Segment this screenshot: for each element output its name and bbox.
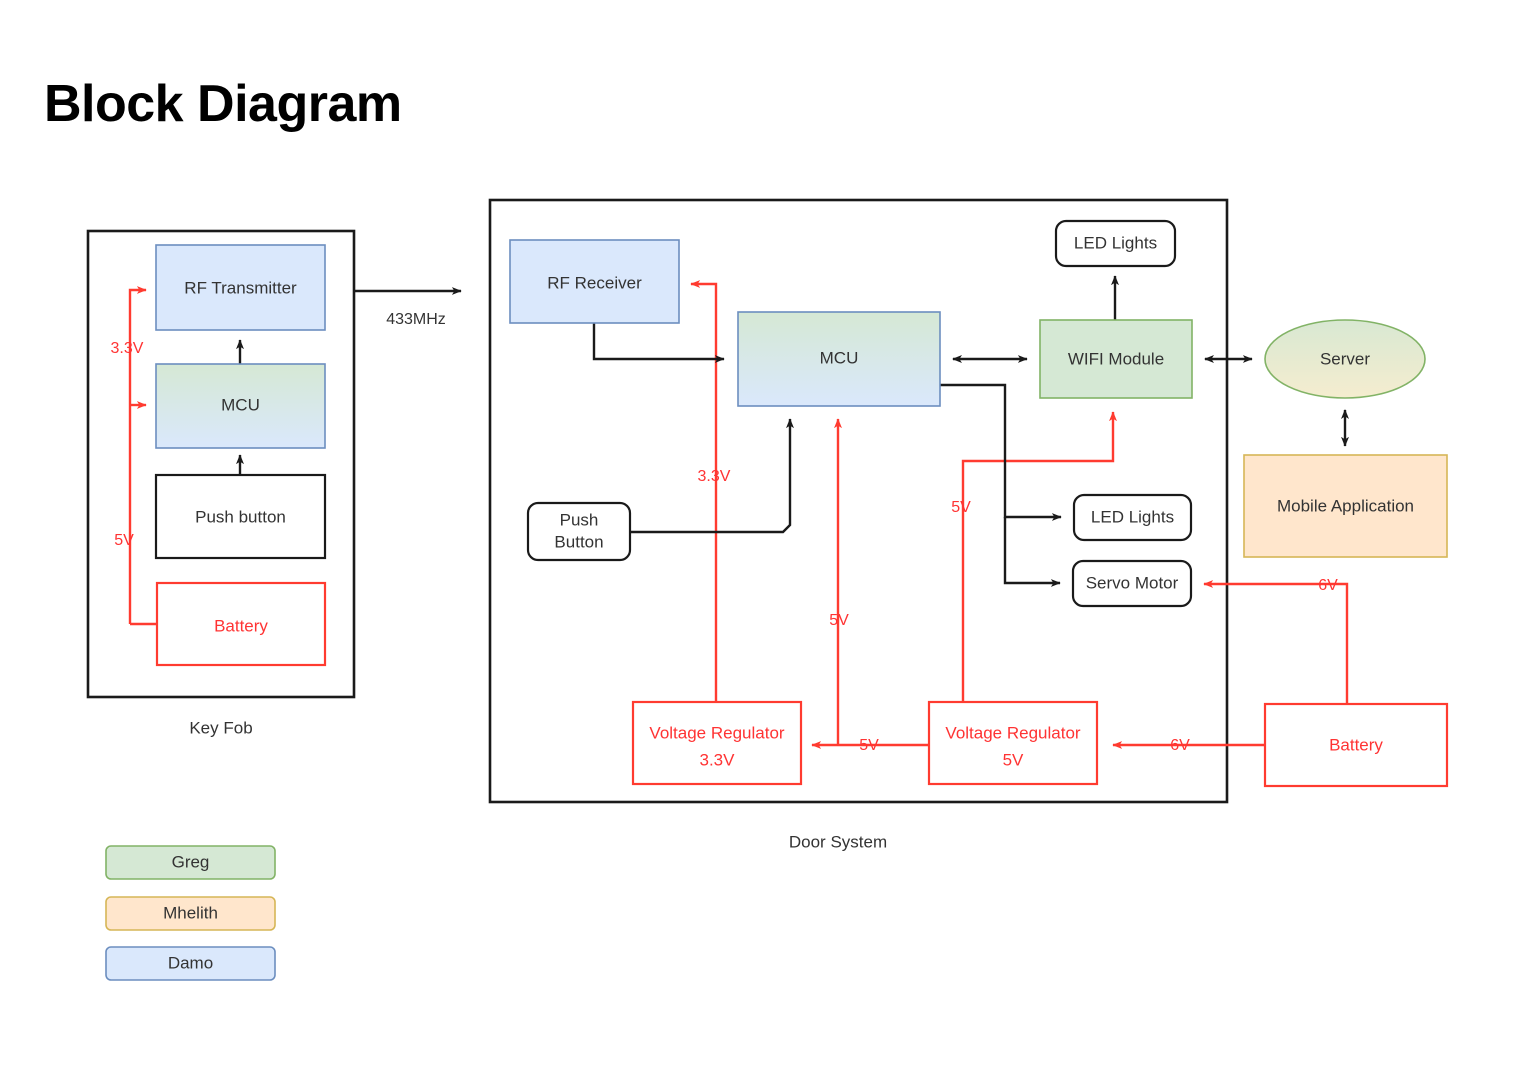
voltage-regulator-33-label-line1: Voltage Regulator	[649, 723, 784, 742]
wire-rf-receiver-to-mcu	[592, 322, 725, 363]
wire-mcu-to-servo-motor	[1003, 517, 1061, 587]
node-keyfob-battery[interactable]: Battery	[155, 581, 327, 667]
mobile-application-label: Mobile Application	[1277, 496, 1414, 515]
label-5v-mcu: 5V	[829, 612, 849, 629]
legend-swatch-mhelith[interactable]	[105, 896, 276, 931]
node-wifi-module[interactable]: WIFI Module	[1039, 319, 1193, 399]
label-6v-batt-to-reg: 6V	[1170, 737, 1190, 754]
key-fob-container	[86, 229, 356, 699]
node-led-lights-mid[interactable]: LED Lights	[1072, 493, 1193, 542]
server-label: Server	[1320, 349, 1370, 368]
node-door-mcu[interactable]: MCU	[737, 311, 941, 407]
door-system-signal-wires	[592, 275, 1349, 587]
keyfob-mcu-box[interactable]	[155, 363, 326, 449]
node-door-push-button[interactable]: Push Button	[526, 501, 632, 562]
legend-item-greg[interactable]: Greg	[105, 845, 276, 880]
label-5v-reg-to-reg: 5V	[859, 737, 879, 754]
door-mcu-box[interactable]	[737, 311, 941, 407]
led-lights-top-label: LED Lights	[1074, 233, 1157, 252]
node-rf-transmitter[interactable]: RF Transmitter	[155, 244, 326, 331]
label-6v-batt-to-servo: 6V	[1318, 577, 1338, 594]
node-server[interactable]: Server	[1264, 319, 1426, 399]
door-push-button-label-line2: Button	[554, 532, 603, 551]
legend-swatch-greg[interactable]	[105, 845, 276, 880]
keyfob-label-33v: 3.3V	[111, 340, 144, 357]
legend-label-mhelith: Mhelith	[163, 903, 218, 922]
node-voltage-regulator-5[interactable]: Voltage Regulator 5V	[927, 700, 1099, 786]
legend-item-mhelith[interactable]: Mhelith	[105, 896, 276, 931]
legend-swatch-damo[interactable]	[105, 946, 276, 981]
node-rf-receiver[interactable]: RF Receiver	[509, 239, 680, 324]
page-title: Block Diagram	[44, 75, 402, 133]
wire-push-button-to-mcu	[630, 418, 794, 534]
door-system-caption: Door System	[789, 832, 887, 851]
label-5v-wifi: 5V	[951, 499, 971, 516]
voltage-regulator-33-label-line2: 3.3V	[700, 750, 736, 769]
wifi-module-box[interactable]	[1039, 319, 1193, 399]
servo-motor-label: Servo Motor	[1086, 573, 1179, 592]
door-system-power-wires: 3.3V 5V 5V 5V 6V 6V	[690, 280, 1349, 754]
keyfob-battery-box[interactable]	[155, 581, 327, 667]
door-system-group: Door System	[488, 198, 1229, 851]
label-33v-rf-receiver: 3.3V	[698, 468, 731, 485]
keyfob-mcu-label: MCU	[221, 395, 260, 414]
servo-motor-box[interactable]	[1071, 559, 1193, 608]
led-lights-mid-box[interactable]	[1072, 493, 1193, 542]
rf-receiver-box[interactable]	[509, 239, 680, 324]
key-fob-power-wires: 3.3V 5V	[111, 286, 157, 626]
door-push-button-label-line1: Push	[560, 510, 599, 529]
led-lights-mid-label: LED Lights	[1091, 507, 1174, 526]
key-fob-caption: Key Fob	[189, 718, 252, 737]
rf-receiver-label: RF Receiver	[547, 273, 642, 292]
server-ellipse[interactable]	[1264, 319, 1426, 399]
wire-battery-to-servo-motor	[1203, 580, 1349, 704]
voltage-regulator-33-box[interactable]	[631, 700, 803, 786]
legend-label-greg: Greg	[172, 852, 210, 871]
node-keyfob-mcu[interactable]: MCU	[155, 363, 326, 449]
legend-item-damo[interactable]: Damo	[105, 946, 276, 981]
legend: Greg Mhelith Damo	[105, 845, 276, 981]
legend-label-damo: Damo	[168, 953, 213, 972]
wire-33v-to-rf-receiver	[690, 280, 718, 702]
key-fob-group: Key Fob	[86, 229, 356, 737]
external-battery-box[interactable]	[1263, 702, 1449, 788]
rf-transmitter-box[interactable]	[155, 244, 326, 331]
wire-keyfob-33v-to-rf-transmitter	[128, 286, 147, 624]
rf-transmitter-label: RF Transmitter	[184, 278, 297, 297]
door-system-container	[488, 198, 1229, 804]
keyfob-push-button-label: Push button	[195, 507, 286, 526]
door-mcu-label: MCU	[820, 348, 859, 367]
label-433mhz: 433MHz	[386, 311, 446, 328]
node-mobile-application[interactable]: Mobile Application	[1243, 454, 1448, 558]
wifi-module-label: WIFI Module	[1068, 349, 1164, 368]
keyfob-battery-label: Battery	[214, 616, 268, 635]
voltage-regulator-5-box[interactable]	[927, 700, 1099, 786]
node-led-lights-top[interactable]: LED Lights	[1054, 219, 1177, 268]
external-battery-label: Battery	[1329, 735, 1383, 754]
node-keyfob-push-button[interactable]: Push button	[154, 473, 327, 560]
node-voltage-regulator-33[interactable]: Voltage Regulator 3.3V	[631, 700, 803, 786]
voltage-regulator-5-label-line1: Voltage Regulator	[945, 723, 1080, 742]
node-external-battery[interactable]: Battery	[1263, 702, 1449, 788]
led-lights-top-box[interactable]	[1054, 219, 1177, 268]
wire-mcu-to-led-lights-mid	[940, 383, 1062, 521]
wire-5v-to-wifi-module	[961, 411, 1117, 702]
keyfob-label-5v: 5V	[114, 532, 134, 549]
node-servo-motor[interactable]: Servo Motor	[1071, 559, 1193, 608]
mobile-application-box[interactable]	[1243, 454, 1448, 558]
voltage-regulator-5-label-line2: 5V	[1003, 750, 1024, 769]
door-push-button-box[interactable]	[526, 501, 632, 562]
keyfob-push-button-box[interactable]	[154, 473, 327, 560]
link-433mhz: 433MHz	[354, 287, 462, 328]
